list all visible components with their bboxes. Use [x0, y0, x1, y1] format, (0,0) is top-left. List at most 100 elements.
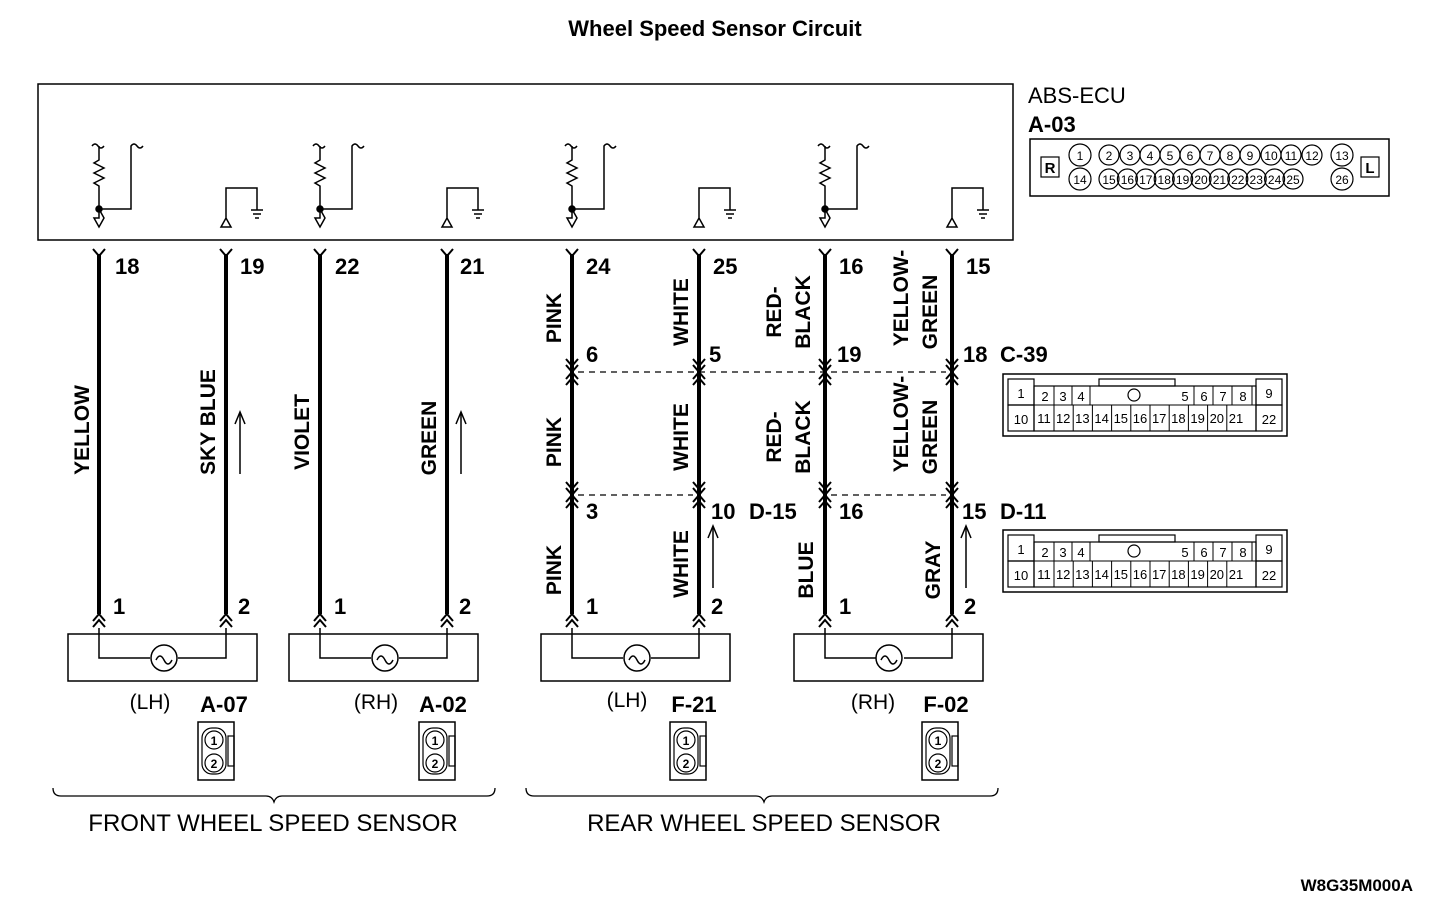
up-arrow-icon: [234, 410, 246, 474]
wires: [97, 254, 954, 614]
connector-pin-number: 11: [1037, 411, 1051, 426]
ecu-pin-number: 17: [1139, 173, 1153, 187]
connector-pin-number: 6: [1200, 389, 1207, 404]
sensor-side-label: (LH): [130, 691, 171, 714]
sensor-pin-label: 1: [334, 594, 346, 619]
ecu-pin: [1171, 168, 1194, 190]
connector-pin-number: 3: [1059, 389, 1066, 404]
connector-pin-number: 5: [1181, 389, 1188, 404]
c39-pin-label: 18: [963, 342, 987, 367]
sensor-pin-label: 1: [839, 594, 851, 619]
group-braces: [52, 787, 999, 805]
ecu-pin: [1068, 143, 1092, 167]
ecu-pin-number: 8: [1227, 149, 1234, 163]
ecu-pin: [1239, 144, 1261, 166]
sensor-connector-code: A-02: [419, 692, 467, 717]
ecu-pin-number: 15: [1102, 173, 1116, 187]
connector-pin-number: 21: [1229, 567, 1243, 582]
ecu-pin-number: 20: [1194, 173, 1208, 187]
ecu-pin-label: 19: [240, 254, 264, 279]
ecu-pin-number: 13: [1335, 149, 1349, 163]
connector-pin-number: 7: [1219, 545, 1226, 560]
sensor-side-label: (RH): [851, 691, 895, 714]
d15-pin-label: 3: [586, 499, 598, 524]
connector-pin-number: 2: [683, 757, 690, 771]
sensor-side-label: (RH): [354, 691, 398, 714]
ecu-pin: [1116, 168, 1139, 190]
connector-pin-number: 22: [1262, 568, 1276, 583]
ecu-pin: [1068, 167, 1092, 191]
ecu-pin-label: 15: [966, 254, 990, 279]
wire-color: RED-: [763, 411, 786, 462]
wire-color: PINK: [543, 545, 566, 595]
wire-color: WHITE: [670, 403, 693, 471]
connector-pin-number: 8: [1239, 545, 1246, 560]
ecu-l-mark: L: [1365, 160, 1374, 177]
ecu-pin-number: 21: [1213, 173, 1227, 187]
ecu-pin: [1208, 168, 1231, 190]
front-group-label: FRONT WHEEL SPEED SENSOR: [88, 810, 457, 837]
d15-pin-label: 10: [711, 499, 735, 524]
ecu-pin: [1135, 168, 1157, 190]
ecu-pin: [1098, 168, 1120, 190]
rear-right-sensor: [793, 628, 984, 682]
wire-color: PINK: [543, 417, 566, 467]
d11-pin-label: 15: [962, 499, 986, 524]
connector-pin-number: 1: [935, 734, 942, 748]
sensor-pin-label: 2: [711, 594, 723, 619]
ecu-pin: [1190, 168, 1212, 190]
ecu-pin: [1245, 168, 1267, 190]
connector-pin-number: 6: [1200, 545, 1207, 560]
wire-color: WHITE: [670, 530, 693, 598]
ecu-pin-number: 22: [1231, 173, 1245, 187]
ecu-internals: [91, 143, 989, 229]
connector-pin-number: 1: [1017, 542, 1024, 557]
ecu-name: ABS-ECU: [1028, 83, 1126, 108]
ecu-pin-label: 21: [460, 254, 484, 279]
wire-color: BLUE: [795, 541, 818, 598]
connector-pin-number: 9: [1265, 386, 1272, 401]
ecu-pin: [1301, 144, 1323, 166]
connector-pin-number: 19: [1190, 411, 1204, 426]
d15-connector-code: D-15: [749, 499, 797, 524]
d11-pin-label: 16: [839, 499, 863, 524]
front-right-sensor: [288, 628, 479, 682]
ecu-pin-number: 2: [1106, 149, 1113, 163]
ecu-pin: [1280, 144, 1302, 166]
wire-color: GREEN: [919, 275, 942, 350]
connector-pin-number: 19: [1190, 567, 1204, 582]
connector-pin-number: 2: [211, 757, 218, 771]
connector-pin-number: 20: [1210, 567, 1224, 582]
signal-direction-arrows: [234, 410, 972, 588]
connector-pin-number: 12: [1056, 411, 1070, 426]
wire-color: YELLOW-: [890, 250, 913, 346]
up-arrow-icon: [455, 410, 467, 474]
ecu-pin: [1282, 168, 1304, 190]
ecu-pin-number: 6: [1187, 149, 1194, 163]
connector-pin-number: 17: [1152, 411, 1166, 426]
connector-pin-number: 10: [1014, 412, 1028, 427]
wire-color: BLACK: [792, 400, 815, 474]
sensor-connector-code: A-07: [200, 692, 248, 717]
diagram-title: Wheel Speed Sensor Circuit: [568, 16, 862, 41]
sensor-pin-label: 2: [459, 594, 471, 619]
front-left-sensor: [67, 628, 258, 682]
connector-pin-number: 1: [432, 734, 439, 748]
connector-pin-number: 11: [1037, 567, 1051, 582]
connector-pin-number: 17: [1152, 567, 1166, 582]
connector-pin-number: 4: [1077, 545, 1084, 560]
ecu-pin-number: 26: [1335, 173, 1349, 187]
connector-pin-number: 14: [1094, 411, 1108, 426]
ecu-connector-code: A-03: [1028, 112, 1076, 137]
rear-group-label: REAR WHEEL SPEED SENSOR: [587, 810, 941, 837]
ecu-pin-number: 19: [1176, 173, 1190, 187]
connector-pin-number: 7: [1219, 389, 1226, 404]
ecu-pin-number: 4: [1147, 149, 1154, 163]
ecu-pin-number: 18: [1158, 173, 1172, 187]
ecu-pin: [1153, 168, 1175, 190]
connector-pin-number: 15: [1114, 567, 1128, 582]
wire-color: GREEN: [919, 400, 942, 475]
wire-color-labels: YELLOW SKY BLUE VIOLET GREEN PINK WHITE …: [71, 250, 945, 600]
